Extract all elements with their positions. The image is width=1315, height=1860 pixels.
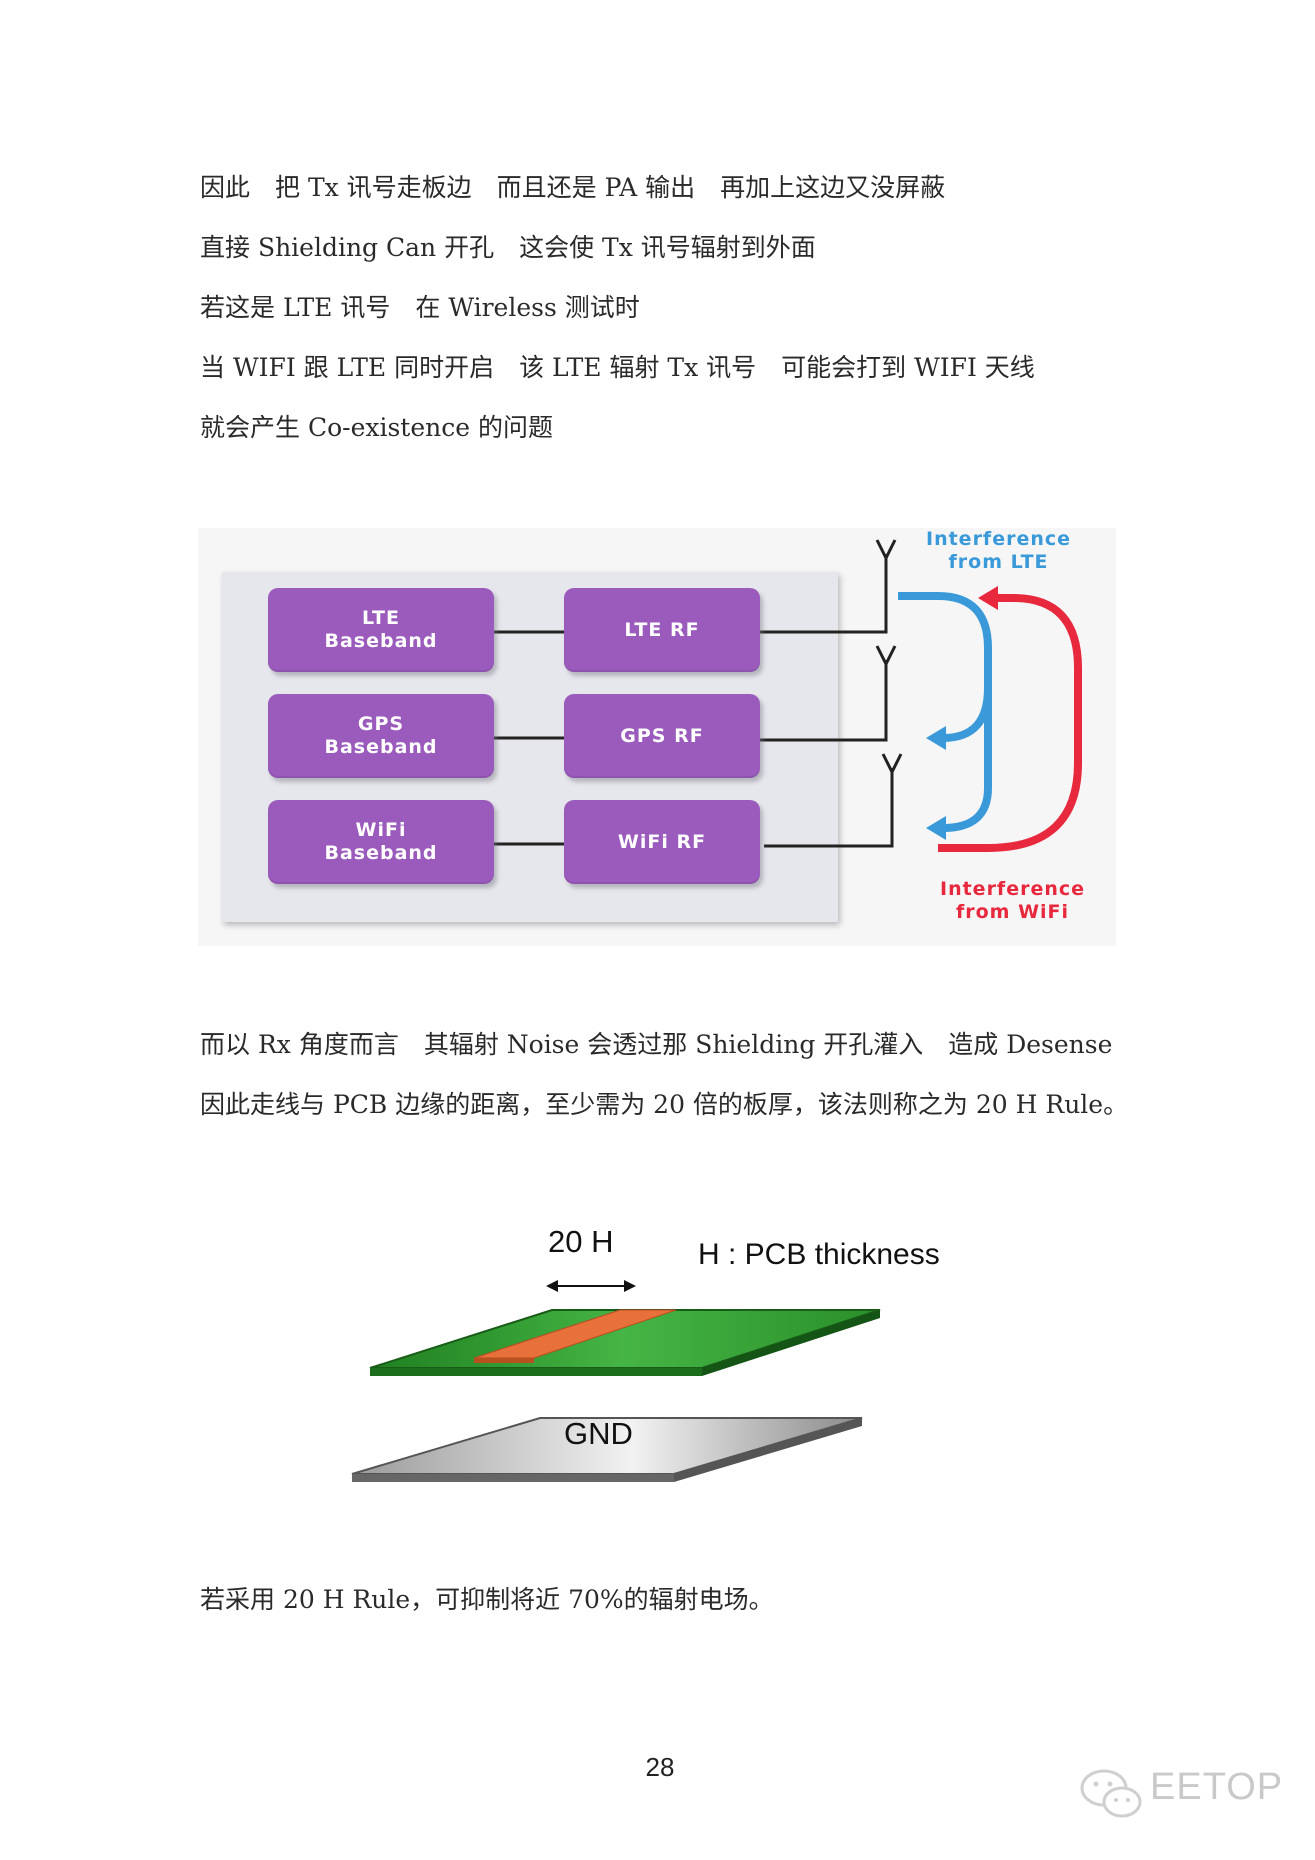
text-line: 而以 Rx 角度而言 其辐射 Noise 会透过那 Shielding 开孔灌入… [200,1030,1113,1059]
wifi-rf-block: WiFi RF [564,800,760,884]
watermark: EETOP [1078,1760,1308,1830]
dimension-label: 20 H [548,1224,614,1259]
20h-rule-diagram: 20 H H : PCB thickness GND [340,1210,1000,1510]
interference-lte-label: Interference from LTE [926,528,1072,573]
text-line: 当 WIFI 跟 LTE 同时开启 该 LTE 辐射 Tx 讯号 可能会打到 W… [200,353,1035,382]
paragraph-2: 而以 Rx 角度而言 其辐射 Noise 会透过那 Shielding 开孔灌入… [200,1015,1160,1135]
pcb-illustration [351,1280,881,1482]
interference-wifi-label: Interference from WiFi [940,878,1086,923]
lte-rf-block: LTE RF [564,588,760,672]
diagram-connections [494,539,1082,852]
text-line: 因此 把 Tx 讯号走板边 而且还是 PA 输出 再加上这边又没屏蔽 [200,173,946,202]
text-line: 就会产生 Co-existence 的问题 [200,413,553,442]
watermark-text: EETOP [1150,1766,1284,1808]
gps-rf-block: GPS RF [564,694,760,778]
antenna-icon [875,539,903,776]
text-line: 若这是 LTE 讯号 在 Wireless 测试时 [200,293,640,322]
text-line: 因此走线与 PCB 边缘的距离，至少需为 20 倍的板厚，该法则称之为 20 H… [200,1090,1129,1119]
wechat-icon [1080,1769,1142,1818]
legend-label: H : PCB thickness [698,1238,940,1271]
paragraph-1: 因此 把 Tx 讯号走板边 而且还是 PA 输出 再加上这边又没屏蔽 直接 Sh… [200,158,1160,458]
gnd-label: GND [564,1416,633,1451]
paragraph-3: 若采用 20 H Rule，可抑制将近 70%的辐射电场。 [200,1570,1160,1630]
text-line: 直接 Shielding Can 开孔 这会使 Tx 讯号辐射到外面 [200,233,816,262]
text-line: 若采用 20 H Rule，可抑制将近 70%的辐射电场。 [200,1585,774,1614]
page-number: 28 [645,1752,675,1782]
